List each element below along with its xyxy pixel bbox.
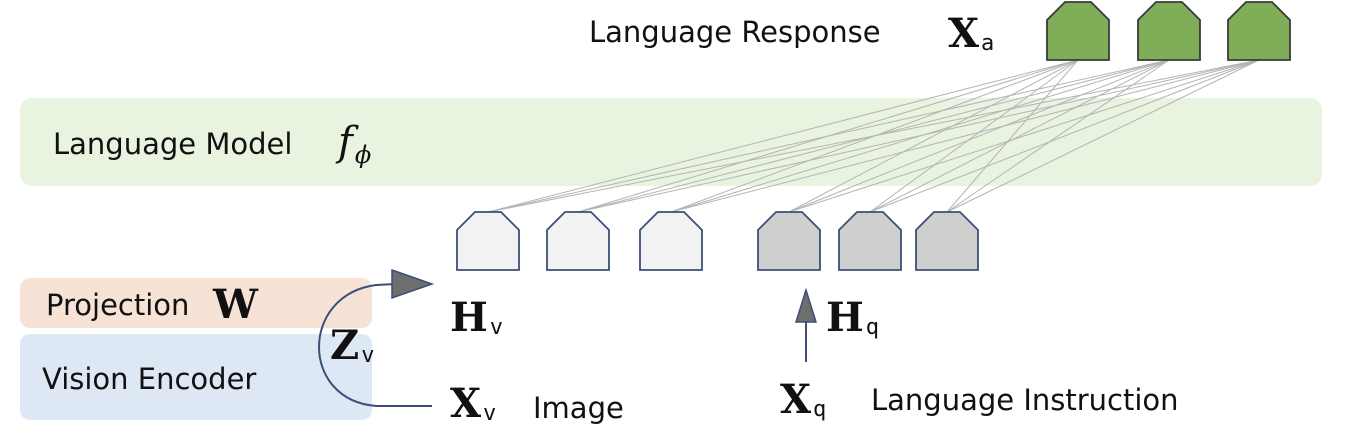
vision-encoder-box xyxy=(20,334,372,420)
connection-line xyxy=(788,59,1079,213)
response-symbol-sub: a xyxy=(981,31,995,57)
instruction-token xyxy=(757,211,821,271)
language-model-symbol-main: f xyxy=(338,119,353,165)
connection-line xyxy=(670,59,1079,213)
language-model-label: Language Model xyxy=(53,127,293,161)
visual-token xyxy=(456,211,520,271)
xq-symbol-main: X xyxy=(780,376,812,423)
hq-arrow-head xyxy=(794,287,818,323)
connection-line xyxy=(487,59,1079,213)
connection-line xyxy=(670,59,1170,213)
response-symbol-main: X xyxy=(948,10,980,57)
language-instruction-label: Language Instruction xyxy=(871,383,1179,417)
response-token xyxy=(1227,1,1291,61)
connection-line xyxy=(670,59,1260,213)
token-layer xyxy=(456,1,1291,271)
projection-symbol: W xyxy=(213,281,258,328)
connection-line xyxy=(577,59,1079,213)
connection-line xyxy=(946,59,1260,213)
image-label: Image xyxy=(533,391,624,425)
instruction-token xyxy=(838,211,902,271)
response-token xyxy=(1137,1,1201,61)
connection-line xyxy=(946,59,1170,213)
xv-symbol: Xv xyxy=(450,384,496,425)
connection-line xyxy=(946,59,1079,213)
projection-box xyxy=(20,278,372,328)
hv-symbol: Hv xyxy=(450,298,503,339)
language-model-symbol-sub: ϕ xyxy=(354,141,372,170)
hq-symbol-sub: q xyxy=(865,315,880,341)
connection-line xyxy=(869,59,1079,213)
response-symbol: Xa xyxy=(948,14,994,55)
hv-symbol-sub: v xyxy=(489,315,504,341)
xv-symbol-sub: v xyxy=(483,401,497,427)
token-connections xyxy=(487,59,1260,213)
projection-label: Projection xyxy=(46,288,190,322)
response-token xyxy=(1046,1,1110,61)
hq-symbol: Hq xyxy=(826,298,879,339)
zv-curve-arrow xyxy=(318,283,432,407)
zv-symbol-sub: v xyxy=(361,343,375,369)
xq-symbol: Xq xyxy=(780,380,826,421)
vision-encoder-label: Vision Encoder xyxy=(42,362,257,396)
zv-symbol: Zv xyxy=(330,326,374,367)
hv-symbol-main: H xyxy=(450,294,488,341)
language-model-symbol: fϕ xyxy=(338,122,371,167)
connection-line xyxy=(788,59,1170,213)
connection-line xyxy=(869,59,1260,213)
hq-symbol-main: H xyxy=(826,294,864,341)
visual-token xyxy=(639,211,703,271)
xq-symbol-sub: q xyxy=(813,397,827,423)
connection-line xyxy=(869,59,1170,213)
connection-line xyxy=(788,59,1260,213)
zv-arrow-head xyxy=(391,268,435,300)
xv-symbol-main: X xyxy=(450,380,482,427)
visual-token xyxy=(546,211,610,271)
language-response-label: Language Response xyxy=(589,15,881,49)
instruction-token xyxy=(915,211,979,271)
zv-symbol-main: Z xyxy=(330,322,360,369)
